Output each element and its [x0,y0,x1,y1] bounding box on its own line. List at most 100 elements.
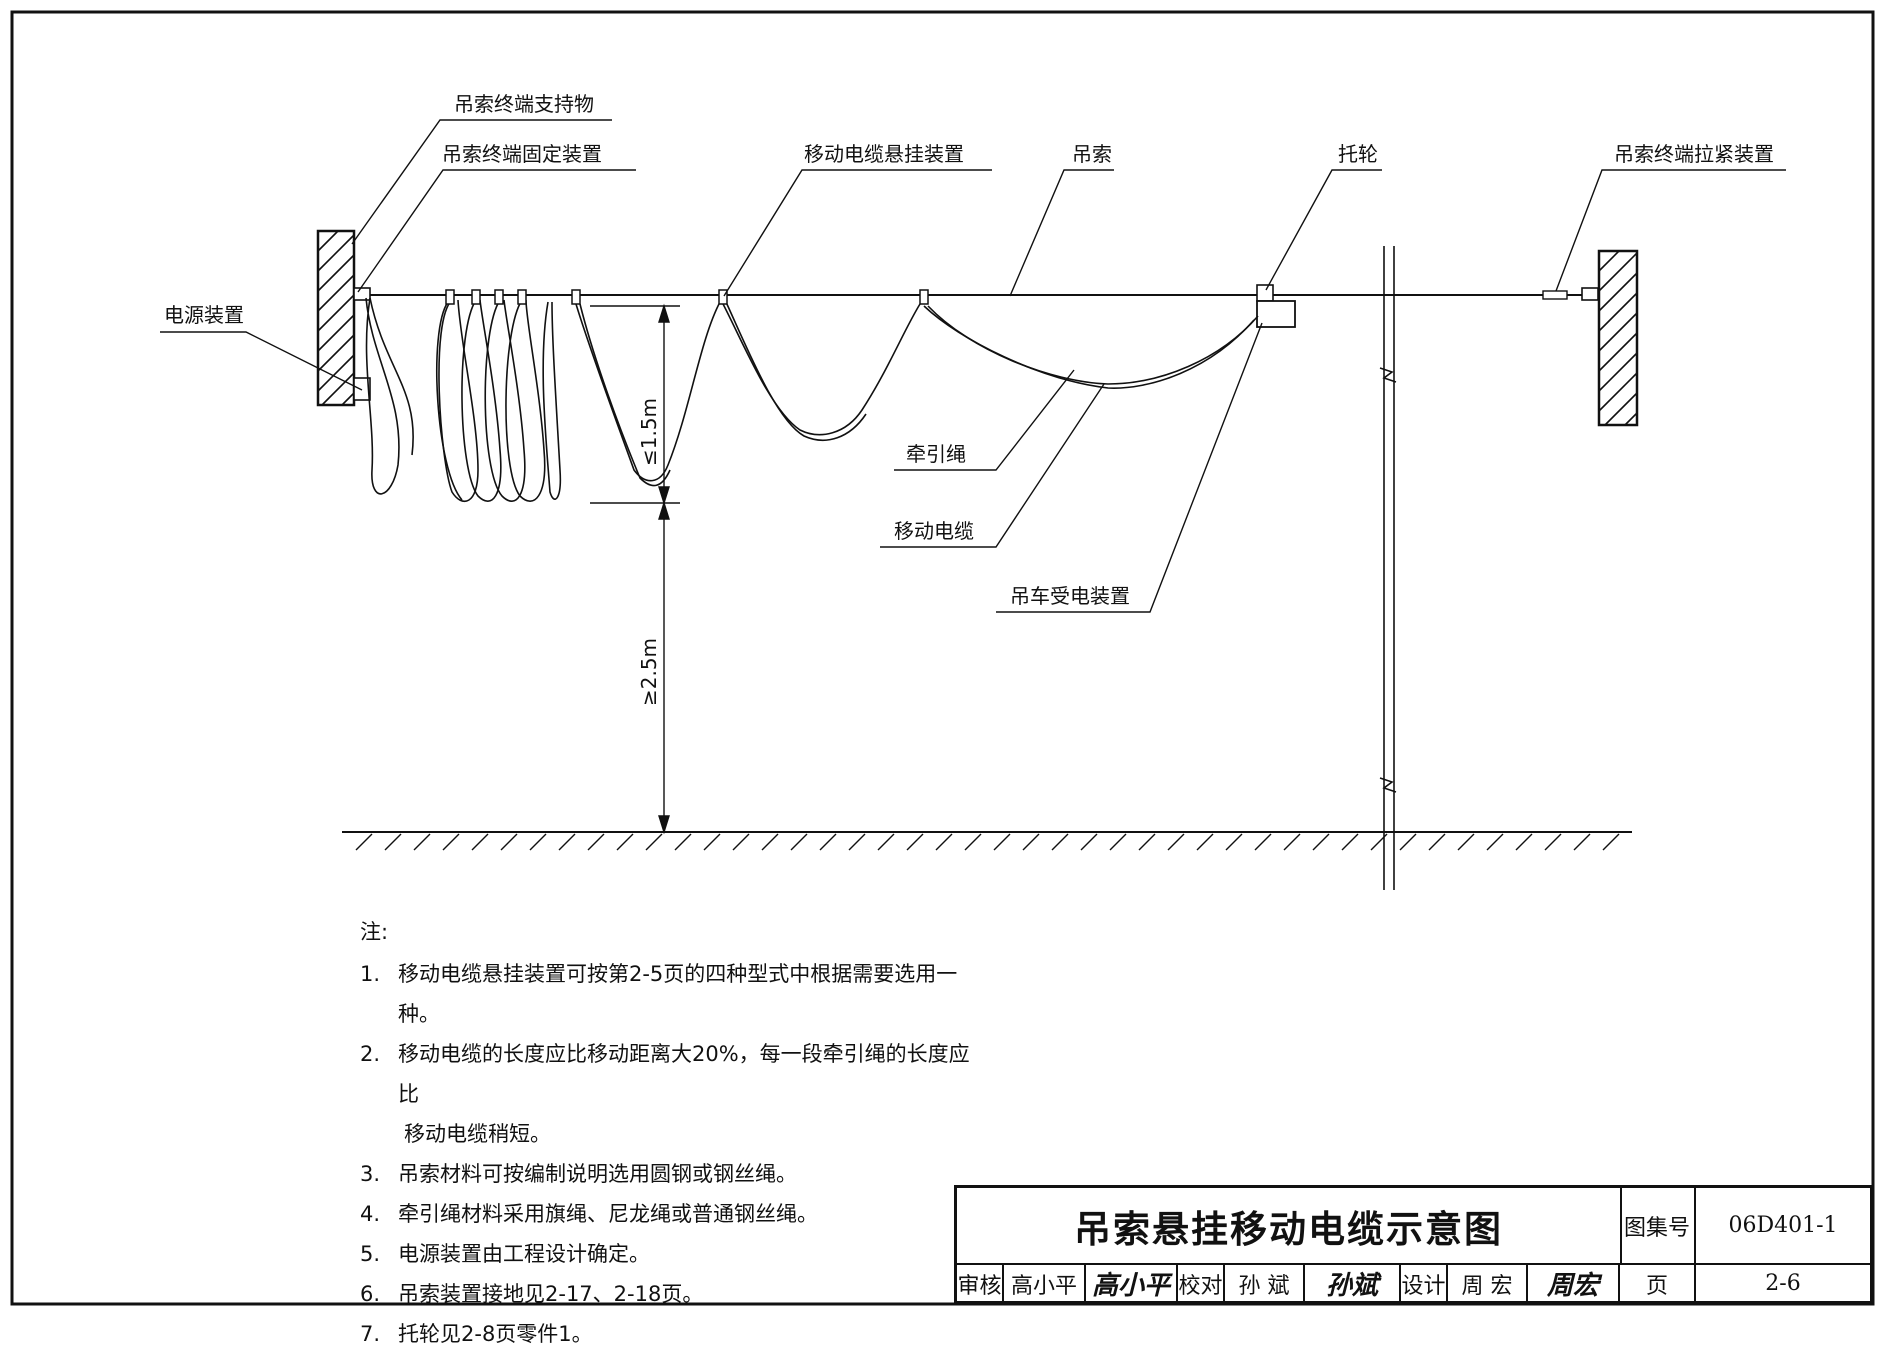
ground-hatch-mark [1341,833,1359,851]
ground-hatch-mark [703,833,721,851]
ground-hatch [355,833,1620,851]
design-label: 设计 [1401,1263,1448,1304]
label-terminal-fixing: 吊索终端固定装置 [442,142,602,166]
ground-hatch-mark [1602,833,1620,851]
terminal-fixing-device [353,287,371,301]
note-number: 6. [360,1282,381,1306]
ground-hatch-mark [1109,833,1127,851]
check-label: 校对 [1178,1263,1225,1304]
note-item: 5. 电源装置由工程设计确定。 [360,1234,980,1274]
ground-hatch-mark [1283,833,1301,851]
label-crane-collector: 吊车受电装置 [1010,584,1130,608]
note-item: 1. 移动电缆悬挂装置可按第2-5页的四种型式中根据需要选用一种。 [360,954,980,1034]
ground-hatch-mark [1051,833,1069,851]
ground-hatch-mark [645,833,663,851]
designer-signature: 周宏 [1528,1263,1620,1304]
cable-suspension-diagram: ≤1.5m ≥2.5m 吊索终端支持物 吊索终端固定装置 电源装置 移动电缆悬挂… [10,10,1875,1306]
label-cable-hanger: 移动电缆悬挂装置 [804,142,964,166]
ground-hatch-mark [964,833,982,851]
note-item: 6. 吊索装置接地见2-17、2-18页。 [360,1274,980,1314]
drawing-border [10,10,1875,1306]
ground-hatch-mark [1022,833,1040,851]
ground-hatch-mark [1167,833,1185,851]
notes-title: 注: [360,920,389,944]
column-break [1379,246,1397,890]
ground-hatch-mark [1428,833,1446,851]
ground-hatch-mark [1196,833,1214,851]
ground-hatch-mark [1080,833,1098,851]
note-text: 移动电缆悬挂装置可按第2-5页的四种型式中根据需要选用一种。 [398,962,958,1026]
ground-hatch-mark [500,833,518,851]
label-terminal-support: 吊索终端支持物 [454,92,594,116]
right-wall [1597,249,1639,427]
note-text: 移动电缆的长度应比移动距离大20%，每一段牵引绳的长度应比 [398,1042,970,1106]
note-number: 1. [360,962,381,986]
note-text: 牵引绳材料采用旗绳、尼龙绳或普通钢丝绳。 [398,1202,818,1226]
note-text: 托轮见2-8页零件1。 [398,1322,593,1346]
title-block: 吊索悬挂移动电缆示意图 图集号 06D401-1 审核 高小平 高小平 校对 孙… [954,1185,1873,1304]
ground-hatch-mark [413,833,431,851]
ground-hatch-mark [1225,833,1243,851]
power-device-box [353,377,371,401]
atlas-label: 图集号 [1620,1188,1696,1263]
page-label: 页 [1620,1263,1696,1304]
ground-hatch-mark [587,833,605,851]
ground-hatch-mark [935,833,953,851]
label-terminal-tensioner: 吊索终端拉紧装置 [1614,142,1774,166]
note-number: 7. [360,1322,381,1346]
leader-lines [160,119,1786,613]
clearance-dimension: ≥2.5m [637,638,661,706]
checker-signature: 孙斌 [1305,1263,1401,1304]
review-label: 审核 [957,1263,1004,1304]
cable-loops [365,297,1259,502]
ground-hatch-mark [1544,833,1562,851]
note-number: 5. [360,1242,381,1266]
ground-hatch-mark [355,833,373,851]
ground-hatch-mark [1457,833,1475,851]
note-text: 电源装置由工程设计确定。 [398,1242,650,1266]
ground-hatch-mark [384,833,402,851]
label-moving-cable: 移动电缆 [894,519,974,543]
ground-hatch-mark [1312,833,1330,851]
checker-name: 孙 斌 [1225,1263,1305,1304]
ground-hatch-mark [1399,833,1417,851]
note-number: 2. [360,1042,381,1066]
label-power-device: 电源装置 [164,303,244,327]
page-number: 2-6 [1765,1271,1801,1296]
note-item: 移动电缆稍短。 [360,1114,980,1154]
ground-hatch-mark [674,833,692,851]
label-support-wheel: 托轮 [1338,142,1378,166]
reviewer-name: 高小平 [1004,1263,1086,1304]
ground-hatch-mark [848,833,866,851]
note-text: 移动电缆稍短。 [404,1122,551,1146]
dimension-lines [590,303,680,835]
ground-hatch-mark [1573,833,1591,851]
note-item: 3. 吊索材料可按编制说明选用圆钢或钢丝绳。 [360,1154,980,1194]
ground-hatch-mark [1515,833,1533,851]
sag-dimension: ≤1.5m [637,398,661,466]
note-item: 4.牵引绳材料采用旗绳、尼龙绳或普通钢丝绳。 [360,1194,980,1234]
notes-section: 注: 1. 移动电缆悬挂装置可按第2-5页的四种型式中根据需要选用一种。 2. 移动… [360,912,980,1354]
ground-hatch-mark [1370,833,1388,851]
note-text: 吊索材料可按编制说明选用圆钢或钢丝绳。 [398,1162,797,1186]
ground-hatch-mark [1138,833,1156,851]
drawing-title: 吊索悬挂移动电缆示意图 [957,1188,1622,1263]
support-wheel [1256,284,1274,302]
note-text: 吊索装置接地见2-17、2-18页。 [398,1282,704,1306]
ground-hatch-mark [877,833,895,851]
cable-hanger-clips [445,289,929,305]
note-item: 7. 托轮见2-8页零件1。 [360,1314,980,1354]
crane-collector-box [1256,300,1296,328]
atlas-number: 06D401-1 [1728,1213,1838,1238]
reviewer-signature: 高小平 [1086,1263,1178,1304]
ground-hatch-mark [558,833,576,851]
ground-hatch-mark [442,833,460,851]
ground-hatch-mark [819,833,837,851]
designer-name: 周 宏 [1448,1263,1528,1304]
ground-hatch-mark [732,833,750,851]
note-number: 3. [360,1162,381,1186]
ground-hatch-mark [616,833,634,851]
ground-hatch-mark [1486,833,1504,851]
ground-hatch-mark [1254,833,1272,851]
ground-hatch-mark [471,833,489,851]
